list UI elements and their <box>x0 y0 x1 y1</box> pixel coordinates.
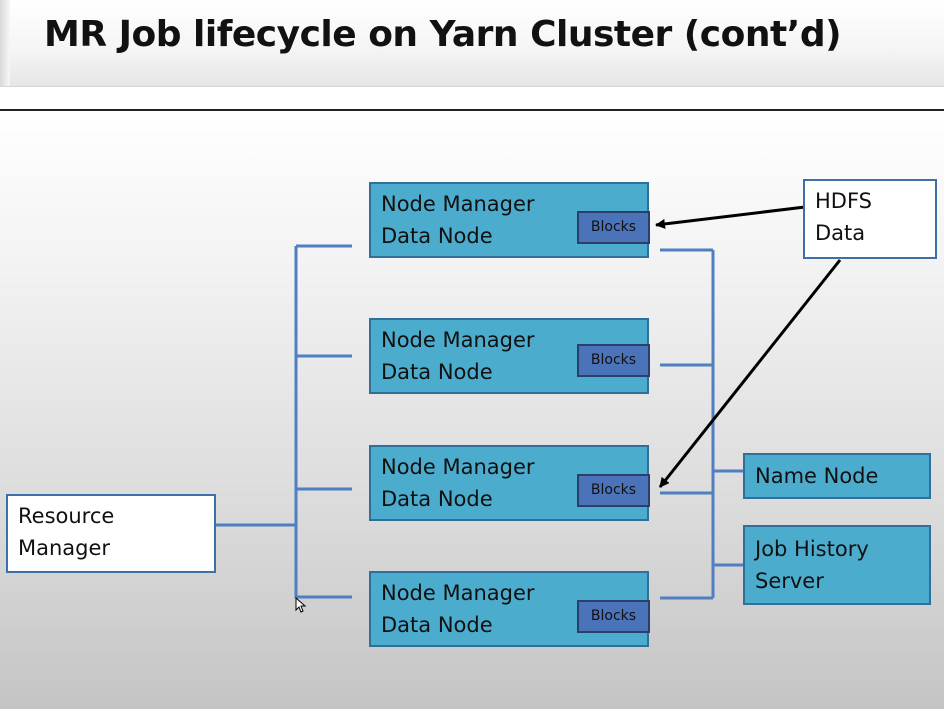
hdfs-arrow-2 <box>658 259 842 488</box>
data-node-label: Data Node <box>381 487 493 511</box>
hdfs-data-line1: HDFS <box>815 189 873 213</box>
node-manager-4: Node Manager Data Node Blocks <box>369 571 650 647</box>
job-history-server-box: Job History Server <box>743 525 931 605</box>
node-manager-1: Node Manager Data Node Blocks <box>369 182 650 258</box>
data-node-label: Data Node <box>381 613 493 637</box>
node-manager-label: Node Manager <box>381 192 535 216</box>
mouse-pointer-icon <box>295 597 307 613</box>
name-node-label: Name Node <box>755 464 879 488</box>
hdfs-data-box: HDFS Data <box>803 179 937 259</box>
blocks-box: Blocks <box>577 344 650 377</box>
blocks-box: Blocks <box>577 211 650 244</box>
title-divider <box>0 109 944 111</box>
job-history-line2: Server <box>755 569 824 593</box>
slide-title: MR Job lifecycle on Yarn Cluster (cont’d… <box>44 14 842 55</box>
resource-manager-line1: Resource <box>18 504 115 528</box>
node-manager-3: Node Manager Data Node Blocks <box>369 445 650 521</box>
hdfs-arrow-1 <box>655 205 806 229</box>
blocks-box: Blocks <box>577 600 650 633</box>
title-bar-shade <box>0 0 10 86</box>
data-node-label: Data Node <box>381 224 493 248</box>
data-node-label: Data Node <box>381 360 493 384</box>
node-manager-label: Node Manager <box>381 455 535 479</box>
name-node-box: Name Node <box>743 453 931 499</box>
resource-manager-box: Resource Manager <box>6 494 216 573</box>
job-history-line1: Job History <box>755 537 869 561</box>
blocks-box: Blocks <box>577 474 650 507</box>
node-manager-label: Node Manager <box>381 328 535 352</box>
node-manager-2: Node Manager Data Node Blocks <box>369 318 650 394</box>
hdfs-data-line2: Data <box>815 221 866 245</box>
node-manager-label: Node Manager <box>381 581 535 605</box>
resource-manager-line2: Manager <box>18 536 111 560</box>
title-bar: MR Job lifecycle on Yarn Cluster (cont’d… <box>0 0 944 87</box>
